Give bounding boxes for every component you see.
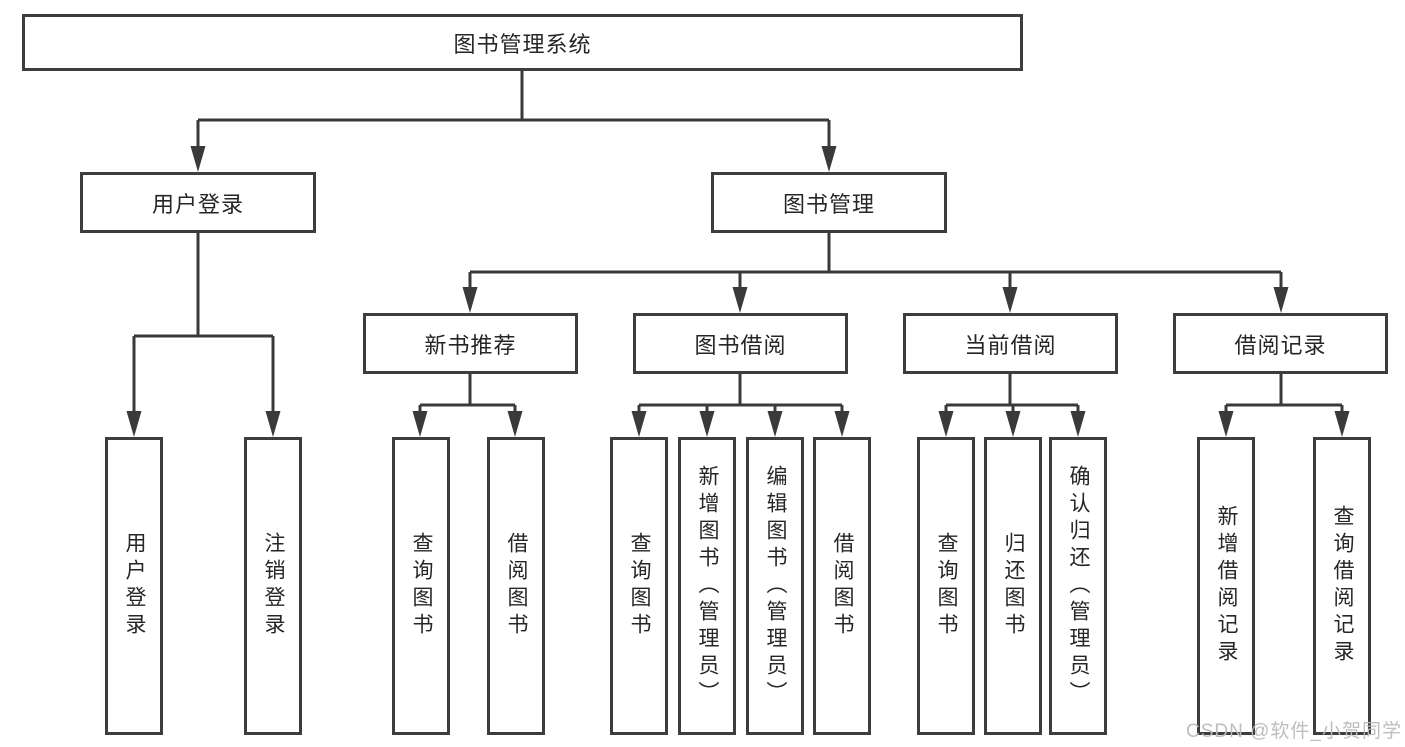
connector-root-to-level2 <box>190 70 837 172</box>
arrowhead <box>732 287 748 313</box>
arrowhead <box>126 411 142 437</box>
csdn-watermark: CSDN @软件_小贺同学 <box>1186 721 1402 742</box>
arrowhead <box>1334 411 1350 437</box>
arrowhead <box>631 411 647 437</box>
connector-user-login-to-leaves <box>126 233 281 437</box>
node-library-management-system: 图书管理系统 <box>22 14 1023 71</box>
leaf-edit-books-admin: 编辑图书（管理员） <box>746 437 804 735</box>
arrowhead <box>1273 287 1289 313</box>
node-new-book-recommend: 新书推荐 <box>363 313 578 374</box>
leaf-label: 借阅图书 <box>505 532 528 640</box>
leaf-user-login: 用户登录 <box>105 437 163 735</box>
leaf-label: 注销登录 <box>262 532 285 640</box>
leaf-label: 查询图书 <box>935 532 958 640</box>
arrowhead <box>699 411 715 437</box>
leaf-query-books-current: 查询图书 <box>917 437 975 735</box>
arrowhead <box>190 146 206 172</box>
leaf-label: 归还图书 <box>1002 532 1025 640</box>
leaf-label: 确认归还（管理员） <box>1067 464 1090 708</box>
node-user-login: 用户登录 <box>80 172 316 233</box>
leaf-label: 新增图书（管理员） <box>696 464 719 708</box>
arrowhead <box>821 146 837 172</box>
node-book-management: 图书管理 <box>711 172 947 233</box>
leaf-confirm-return-admin: 确认归还（管理员） <box>1049 437 1107 735</box>
connector-book-borrow-to-leaves <box>631 374 850 437</box>
node-borrow-records: 借阅记录 <box>1173 313 1388 374</box>
leaf-borrow-books: 借阅图书 <box>813 437 871 735</box>
leaf-query-books-borrow: 查询图书 <box>610 437 668 735</box>
arrowhead <box>1070 411 1086 437</box>
leaf-logout-login: 注销登录 <box>244 437 302 735</box>
arrowhead <box>1005 411 1021 437</box>
arrowhead <box>412 411 428 437</box>
leaf-add-borrow-record: 新增借阅记录 <box>1197 437 1255 735</box>
arrowhead <box>462 287 478 313</box>
arrowhead <box>507 411 523 437</box>
connector-book-management-to-level3 <box>462 233 1289 313</box>
leaf-label: 编辑图书（管理员） <box>764 464 787 708</box>
node-current-borrow: 当前借阅 <box>903 313 1118 374</box>
arrowhead <box>834 411 850 437</box>
arrowhead <box>1218 411 1234 437</box>
connector-current-borrow-to-leaves <box>938 374 1086 437</box>
leaf-add-books-admin: 新增图书（管理员） <box>678 437 736 735</box>
connector-new-book-recommend-to-leaves <box>412 374 523 437</box>
leaf-query-books-recommend: 查询图书 <box>392 437 450 735</box>
arrowhead <box>938 411 954 437</box>
arrowhead <box>1002 287 1018 313</box>
connector-borrow-records-to-leaves <box>1218 374 1350 437</box>
leaf-label: 查询借阅记录 <box>1331 505 1354 667</box>
leaf-query-borrow-record: 查询借阅记录 <box>1313 437 1371 735</box>
leaf-label: 用户登录 <box>123 532 146 640</box>
leaf-label: 借阅图书 <box>831 532 854 640</box>
leaf-label: 查询图书 <box>410 532 433 640</box>
arrowhead <box>767 411 783 437</box>
leaf-label: 新增借阅记录 <box>1215 505 1238 667</box>
node-book-borrow: 图书借阅 <box>633 313 848 374</box>
leaf-borrow-books-recommend: 借阅图书 <box>487 437 545 735</box>
arrowhead <box>265 411 281 437</box>
leaf-return-books: 归还图书 <box>984 437 1042 735</box>
leaf-label: 查询图书 <box>628 532 651 640</box>
